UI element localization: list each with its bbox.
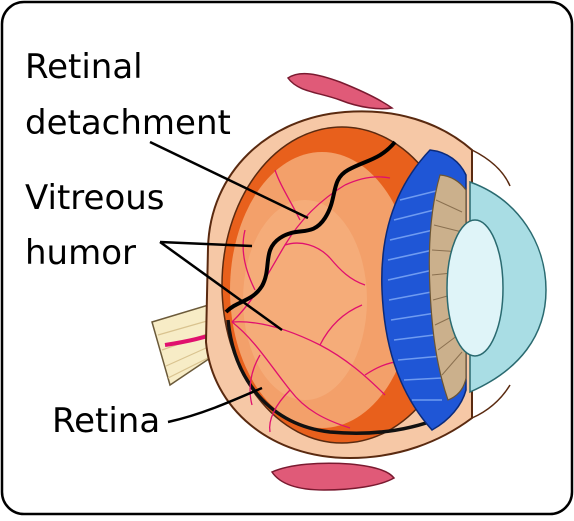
label-retinal-detachment-line1: Retinal	[25, 50, 143, 84]
label-vitreous-humor-line2: humor	[25, 236, 136, 270]
label-vitreous-humor-line1: Vitreous	[25, 181, 165, 215]
label-retinal-detachment-line2: detachment	[25, 106, 231, 140]
lens	[447, 220, 503, 356]
label-retina: Retina	[52, 404, 160, 438]
